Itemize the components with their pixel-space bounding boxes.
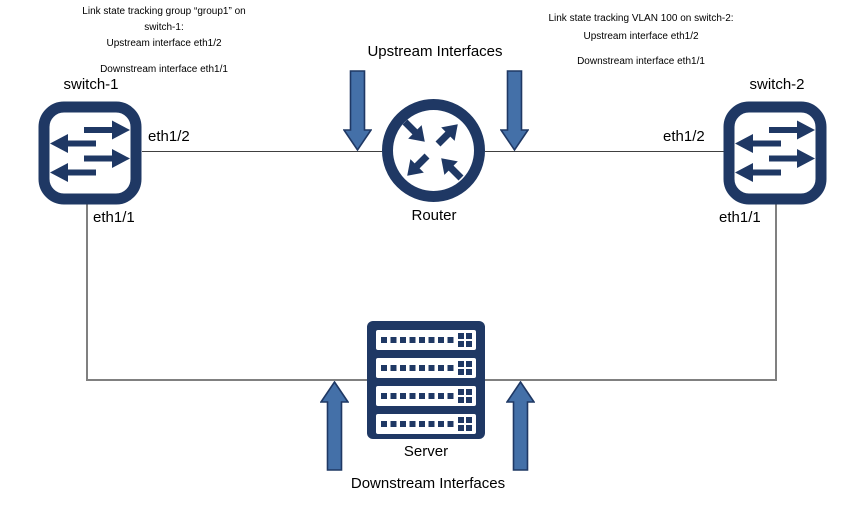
switch1-downstream-port-label: eth1/1 bbox=[93, 209, 135, 226]
server-label: Server bbox=[403, 443, 449, 460]
router-icon bbox=[381, 98, 486, 203]
annotation-right-line1: Link state tracking VLAN 100 on switch-2… bbox=[548, 13, 734, 24]
switch2-downstream-port-label: eth1/1 bbox=[719, 209, 761, 226]
annotation-left-line2: switch-1: bbox=[144, 22, 184, 33]
downstream-arrow-right-icon bbox=[506, 381, 535, 471]
annotation-left-line4: Downstream interface eth1/1 bbox=[100, 64, 228, 75]
downstream-arrow-left-icon bbox=[320, 381, 349, 471]
switch2-icon bbox=[723, 101, 827, 205]
switch1-label: switch-1 bbox=[63, 76, 119, 93]
annotation-right-line2: Upstream interface eth1/2 bbox=[583, 31, 699, 42]
link-switch1-router bbox=[142, 151, 382, 152]
link-switch2-down bbox=[775, 204, 777, 380]
annotation-left-line3: Upstream interface eth1/2 bbox=[106, 38, 222, 49]
annotation-left: Link state tracking group “group1” on sw… bbox=[48, 4, 280, 78]
router-label: Router bbox=[411, 207, 457, 224]
annotation-left-line1: Link state tracking group “group1” on bbox=[82, 6, 246, 17]
switch2-label: switch-2 bbox=[749, 76, 805, 93]
annotation-right-line3: Downstream interface eth1/1 bbox=[577, 56, 705, 67]
switch1-icon bbox=[38, 101, 142, 205]
annotation-right: Link state tracking VLAN 100 on switch-2… bbox=[521, 10, 761, 71]
link-switch1-down bbox=[86, 204, 88, 380]
link-router-switch2 bbox=[485, 151, 724, 152]
server-icon bbox=[367, 321, 485, 439]
downstream-interfaces-heading: Downstream Interfaces bbox=[350, 475, 506, 492]
upstream-arrow-left-icon bbox=[343, 70, 372, 152]
switch2-upstream-port-label: eth1/2 bbox=[663, 128, 705, 145]
upstream-interfaces-heading: Upstream Interfaces bbox=[367, 43, 503, 60]
switch1-upstream-port-label: eth1/2 bbox=[148, 128, 190, 145]
upstream-arrow-right-icon bbox=[500, 70, 529, 152]
